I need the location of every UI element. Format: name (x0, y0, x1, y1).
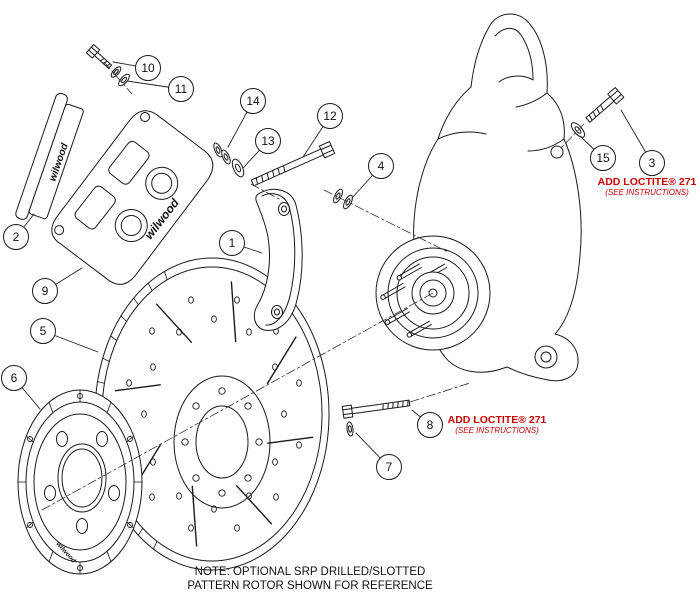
washer-11a (110, 66, 122, 78)
callout-8: 8 (417, 412, 443, 438)
washer-11b (118, 73, 130, 87)
hat-scallops (17, 389, 143, 575)
callout-3: 3 (639, 150, 665, 176)
washer-14a (213, 142, 223, 158)
reference-note: NOTE: OPTIONAL SRP DRILLED/SLOTTED PATTE… (160, 566, 460, 594)
loctite-note-line-1: ADD LOCTITE® 271 (447, 414, 547, 426)
loctite-note-line-2: (SEE INSTRUCTIONS) (605, 188, 689, 197)
rotor-hat: wilwood (17, 389, 143, 575)
washer-14b (221, 149, 231, 165)
rotor-drill-holes (126, 296, 302, 532)
bolt-12 (250, 141, 336, 187)
rotor-center-holes (181, 387, 263, 497)
loctite-note-1: ADD LOCTITE® 271(SEE INSTRUCTIONS) (598, 176, 697, 197)
callout-6: 6 (1, 365, 27, 391)
washer-13 (231, 158, 245, 178)
caliper-bracket (253, 188, 303, 331)
note-line-2: PATTERN ROTOR SHOWN FOR REFERENCE (187, 579, 433, 592)
centerlines (41, 61, 585, 511)
washer-7 (346, 421, 354, 437)
note-line-1: NOTE: OPTIONAL SRP DRILLED/SLOTTED (194, 566, 426, 578)
rotor-slots (114, 281, 314, 547)
bolt-8 (341, 399, 411, 419)
caliper-bridge-window (108, 140, 150, 185)
callout-12: 12 (317, 103, 343, 129)
callout-2: 2 (3, 224, 29, 250)
bolt-10 (85, 44, 113, 69)
callout-7: 7 (376, 454, 402, 480)
callout-4: 4 (368, 153, 394, 179)
knuckle-bolt-boss (550, 145, 564, 159)
brake-caliper: wilwood (51, 110, 214, 285)
washer-4a (333, 188, 343, 204)
callout-5: 5 (30, 318, 56, 344)
bolt-3 (585, 87, 625, 123)
callout-15: 15 (590, 145, 616, 171)
callout-11: 11 (168, 76, 194, 102)
callout-10: 10 (135, 55, 161, 81)
hat-lug-holes (44, 431, 120, 534)
hat-flange-holes (27, 393, 133, 571)
caliper-bridge-window (74, 185, 116, 230)
callout-1: 1 (219, 230, 245, 256)
callout-14: 14 (240, 88, 266, 114)
loctite-note-line-2: (SEE INSTRUCTIONS) (455, 426, 539, 435)
pad-friction-material (28, 103, 84, 220)
callout-13: 13 (255, 128, 281, 154)
callout-9: 9 (32, 278, 58, 304)
loctite-note-line-1: ADD LOCTITE® 271 (597, 176, 697, 188)
loctite-note-2: ADD LOCTITE® 271(SEE INSTRUCTIONS) (448, 414, 547, 435)
brake-rotor (94, 257, 330, 571)
wheel-hub (375, 235, 491, 351)
